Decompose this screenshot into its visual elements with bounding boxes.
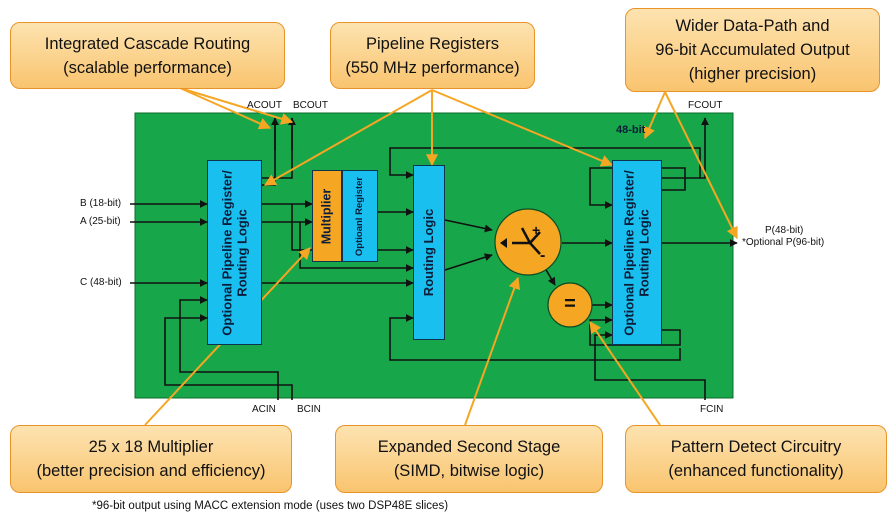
callout-pattern-detect: Pattern Detect Circuitry (enhanced funct… <box>625 425 887 493</box>
left-reg-label-line1: Optional Pipeline Register/ <box>219 169 235 336</box>
optional-register-block: Optioanl Register <box>342 170 378 262</box>
left-pipeline-register-block: Optional Pipeline Register/Routing Logic <box>207 160 262 345</box>
acout-label: ACOUT <box>247 100 282 111</box>
bcout-label: BCOUT <box>293 100 328 111</box>
callout-wider-datapath: Wider Data-Path and 96-bit Accumulated O… <box>625 8 880 92</box>
b-input-label: B (18-bit) <box>80 198 122 209</box>
callout-cascade-line2: (scalable performance) <box>63 58 232 77</box>
callout-pipeline-line2: (550 MHz performance) <box>345 58 520 77</box>
pattern-detect-circle <box>547 282 593 328</box>
internal-wires <box>262 117 738 400</box>
pattern-detect-symbol: = <box>564 293 576 315</box>
left-reg-label-line2: Routing Logic <box>234 208 250 297</box>
p-optional-output-label: *Optional P(96-bit) <box>742 237 825 248</box>
acin-label: ACIN <box>252 404 276 415</box>
callout-second-stage: Expanded Second Stage (SIMD, bitwise log… <box>335 425 603 493</box>
adder-minus: - <box>540 247 545 264</box>
multiplier-label: Multiplier <box>319 188 334 244</box>
callout-pipeline-line1: Pipeline Registers <box>366 34 499 53</box>
callout-multiplier-line2: (better precision and efficiency) <box>36 462 266 480</box>
callout-multiplier: 25 x 18 Multiplier (better precision and… <box>10 425 292 493</box>
callout-second-stage-line2: (SIMD, bitwise logic) <box>393 462 545 480</box>
c-input-label: C (48-bit) <box>80 277 122 288</box>
optional-register-label: Optioanl Register <box>354 176 366 256</box>
callout-pattern-line2: (enhanced functionality) <box>668 462 844 480</box>
footnote: *96-bit output using MACC extension mode… <box>92 500 449 512</box>
routing-logic-block: Routing Logic <box>413 165 445 340</box>
right-reg-label-line2: Routing Logic <box>637 208 653 297</box>
adder-plus: + <box>532 222 540 238</box>
multiplier-block: Multiplier <box>312 170 342 262</box>
callout-datapath-line1: Wider Data-Path and <box>675 17 830 35</box>
routing-logic-label: Routing Logic <box>421 208 437 297</box>
callout-multiplier-line1: 25 x 18 Multiplier <box>88 438 214 456</box>
callout-datapath-line2: 96-bit Accumulated Output <box>655 41 850 59</box>
bcin-label: BCIN <box>297 404 321 415</box>
a-input-label: A (25-bit) <box>80 216 121 227</box>
adder-symbol <box>512 227 541 255</box>
right-reg-label-line1: Optional Pipeline Register/ <box>622 169 638 336</box>
callout-datapath-line3: (higher precision) <box>688 65 817 83</box>
right-pipeline-register-block: Optional Pipeline Register/Routing Logic <box>612 160 662 345</box>
callout-cascade-routing: Integrated Cascade Routing (scalable per… <box>10 22 285 89</box>
callout-cascade-line1: Integrated Cascade Routing <box>44 34 251 53</box>
callout-second-stage-line1: Expanded Second Stage <box>377 438 561 456</box>
fcin-label: FCIN <box>700 404 724 415</box>
bus-width-label: 48-bit <box>616 124 646 136</box>
p-output-label: P(48-bit) <box>765 225 804 236</box>
callout-pipeline-registers: Pipeline Registers (550 MHz performance) <box>330 22 535 89</box>
adder-unit: + - <box>494 208 562 276</box>
fcout-label: FCOUT <box>688 100 723 111</box>
callout-pattern-line1: Pattern Detect Circuitry <box>670 438 842 456</box>
